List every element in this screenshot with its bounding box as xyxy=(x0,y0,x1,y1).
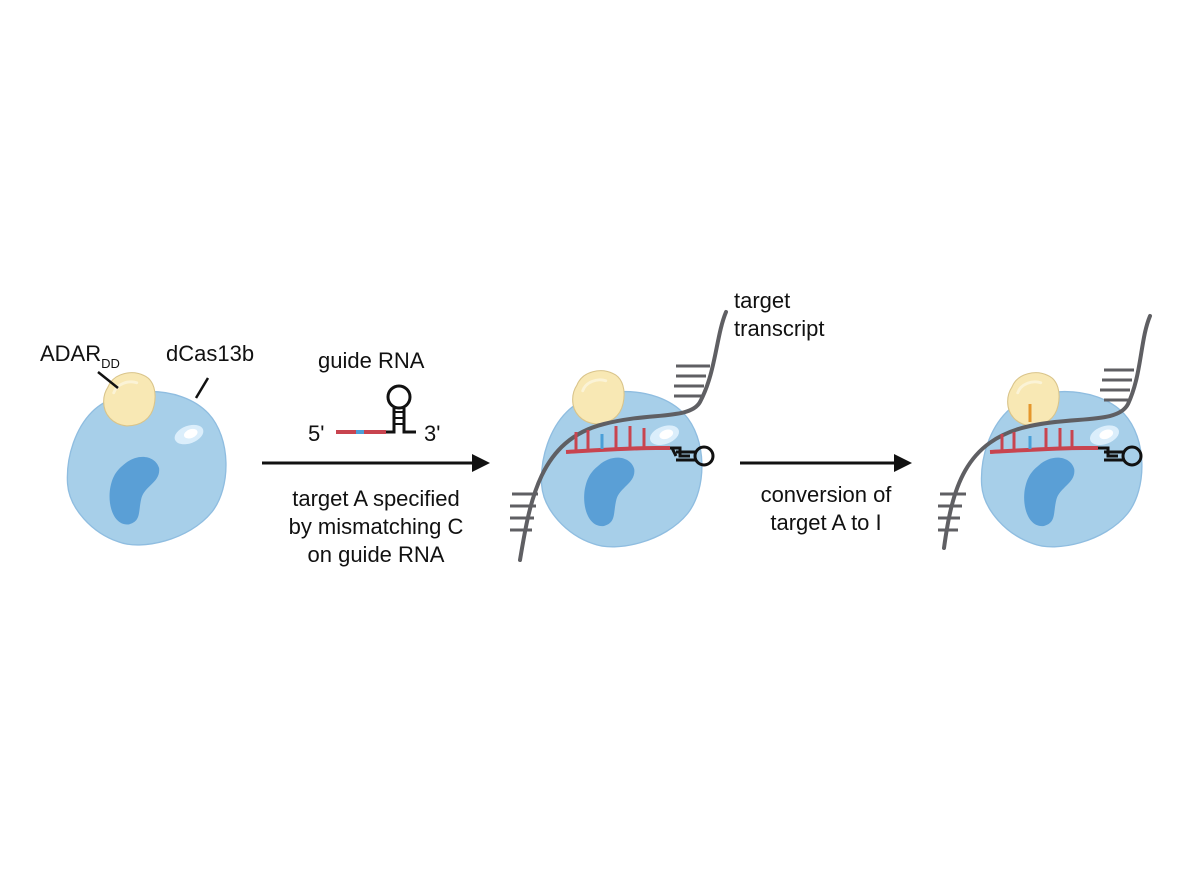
panel-3-edited-complex xyxy=(938,314,1152,550)
transcript-base-ticks-bottom xyxy=(510,492,538,532)
arrow-1-caption-line-3: on guide RNA xyxy=(308,542,445,567)
guide-hairpin-icon xyxy=(1098,445,1143,467)
guide-rna-bound xyxy=(989,446,1098,454)
adar-domain-icon xyxy=(1006,371,1061,428)
guide-hairpin-icon xyxy=(386,384,416,434)
guide-rna-label: guide RNA xyxy=(318,348,425,373)
arrow-1-caption-line-1: target A specified xyxy=(292,486,460,511)
base-pair-ticks xyxy=(1000,428,1074,451)
arrow-1-caption-line-2: by mismatching C xyxy=(289,514,464,539)
adar-pointer-line xyxy=(97,371,119,389)
arrow-1-head-icon xyxy=(472,454,490,472)
arrow-2-head-icon xyxy=(894,454,912,472)
five-prime-label: 5' xyxy=(308,421,324,446)
panel-2-complex: target transcript xyxy=(510,288,824,562)
guide-rna-bound xyxy=(565,446,670,454)
target-transcript-label-line-1: target xyxy=(734,288,790,313)
adar-domain-icon xyxy=(102,371,157,428)
dcas-pointer-line xyxy=(194,377,210,399)
transcript-base-ticks-top xyxy=(674,364,710,398)
arrow-2-caption-line-1: conversion of xyxy=(761,482,893,507)
target-transcript-label-line-2: transcript xyxy=(734,316,824,341)
dcas13b-label: dCas13b xyxy=(166,341,254,366)
arrow-2-caption-line-2: target A to I xyxy=(770,510,881,535)
target-transcript-strand xyxy=(518,310,728,562)
arrow-2 xyxy=(740,454,912,472)
three-prime-label: 3' xyxy=(424,421,440,446)
arrow-1 xyxy=(262,454,490,472)
transcript-base-ticks-top xyxy=(1100,368,1134,402)
adar-domain-icon xyxy=(571,369,626,426)
transcript-base-ticks-bottom xyxy=(938,492,966,532)
base-pair-ticks xyxy=(574,426,646,450)
adar-label: ADARDD xyxy=(40,341,120,371)
panel-1-protein: ADARDD dCas13b xyxy=(40,341,254,546)
target-transcript-strand xyxy=(942,314,1152,550)
guide-rna-group: guide RNA 5' 3' xyxy=(308,348,440,446)
guide-hairpin-icon xyxy=(670,445,715,467)
